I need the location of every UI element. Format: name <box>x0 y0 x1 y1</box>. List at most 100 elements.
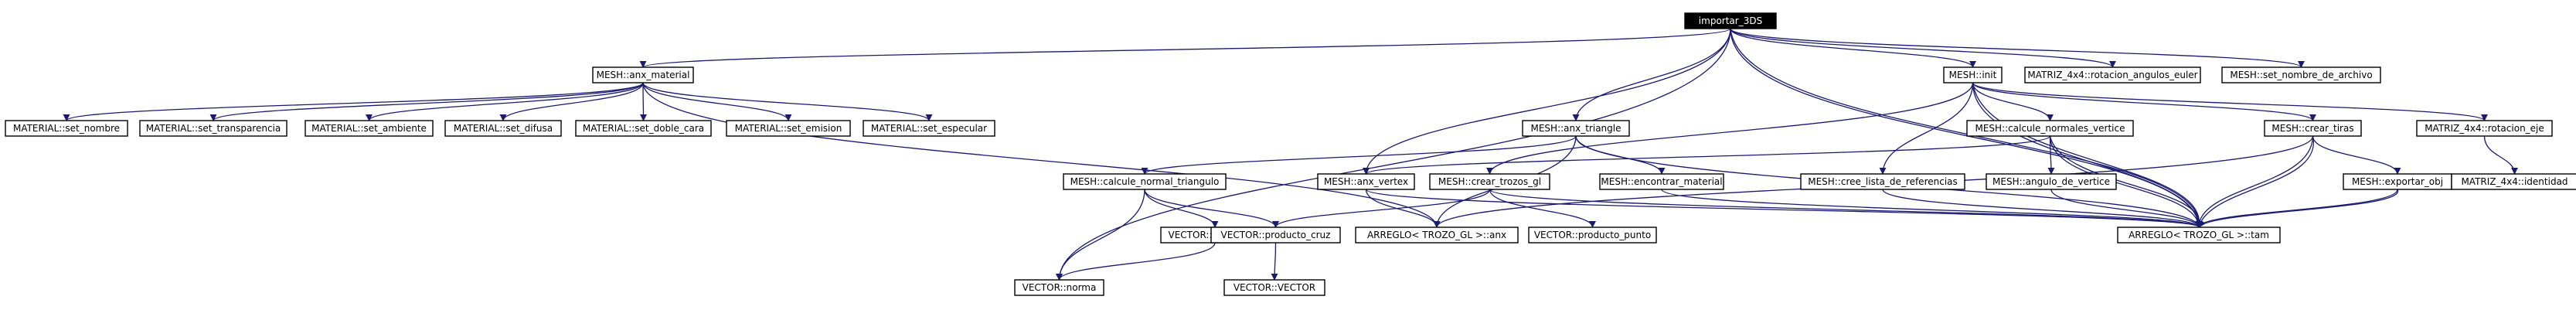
edge-anx_material-to-arr_anx <box>642 82 1441 228</box>
node-calc_normal_tri[interactable]: MESH::calcule_normal_triangulo <box>1063 173 1227 190</box>
edge-init-to-cree_lista <box>1879 82 1974 175</box>
node-label: MATRIZ_4x4::identidad <box>2461 176 2567 187</box>
node-anx_vertex[interactable]: MESH::anx_vertex <box>1317 173 1415 190</box>
node-label: VECTOR::VECTOR <box>1234 282 1315 293</box>
node-label: MESH::anx_vertex <box>1324 176 1408 187</box>
edge-anx_material-to-mat_set_nombre <box>63 82 644 121</box>
node-box <box>2117 227 2281 244</box>
node-init[interactable]: MESH::init <box>1943 66 2003 83</box>
edge-vec_cruz-to-vec_vector <box>1271 242 1278 281</box>
node-arr_anx[interactable]: ARREGLO< TROZO_GL >::anx <box>1355 227 1519 244</box>
node-mat_set_especular[interactable]: MATERIAL::set_especular <box>863 120 995 137</box>
node-box <box>1317 173 1415 190</box>
edge-root-to-rot_euler <box>1730 28 2116 68</box>
node-mat_set_emision[interactable]: MATERIAL::set_emision <box>726 120 851 137</box>
node-vec_norma[interactable]: VECTOR::norma <box>1014 279 1104 296</box>
edge-init-to-calc_normales <box>1972 82 2054 121</box>
node-cree_lista[interactable]: MESH::cree_lista_de_referencias <box>1800 173 1965 190</box>
node-calc_normales[interactable]: MESH::calcule_normales_vertice <box>1966 120 2134 137</box>
edge-anx_triangle-to-calc_normal_tri <box>1141 135 1577 175</box>
node-label: VECTOR::producto_punto <box>1534 230 1651 240</box>
node-label: MATERIAL::set_especular <box>871 123 987 134</box>
node-vec_cruz[interactable]: VECTOR::producto_cruz <box>1210 227 1341 244</box>
edge-root-to-set_nombre_archivo <box>1730 28 2305 68</box>
edge-cree_lista-to-arr_tam <box>1882 189 2203 228</box>
node-box <box>2221 66 2381 83</box>
edge-calc_normal_tri-to-vec_normalizar <box>1144 189 1219 228</box>
edge-crear_tiras-to-arr_tam <box>2197 135 2315 228</box>
node-root[interactable]: importar_3DS <box>1684 12 1777 29</box>
node-rot_eje[interactable]: MATRIZ_4x4::rotacion_eje <box>2416 120 2553 137</box>
node-vec_vector[interactable]: VECTOR::VECTOR <box>1223 279 1325 296</box>
node-label: MATRIZ_4x4::rotacion_angulos_euler <box>2027 70 2197 80</box>
node-box <box>592 66 694 83</box>
edge-root-to-arr_tam <box>1730 28 2203 228</box>
edge-calc_normal_tri-to-vec_cruz <box>1144 189 1279 228</box>
edge-calc_normales-to-arr_tam <box>2049 135 2203 228</box>
node-box <box>305 120 434 137</box>
node-label: MATERIAL::set_ambiente <box>311 123 427 134</box>
node-mat_set_transp[interactable]: MATERIAL::set_transparencia <box>139 120 288 137</box>
edge-anx_vertex-to-arr_anx <box>1365 189 1441 228</box>
node-label: ARREGLO< TROZO_GL >::tam <box>2129 230 2269 240</box>
node-set_nombre_archivo[interactable]: MESH::set_nombre_de_archivo <box>2221 66 2381 83</box>
node-box <box>1223 279 1325 296</box>
node-mat_set_ambiente[interactable]: MATERIAL::set_ambiente <box>305 120 434 137</box>
edge-vec_normalizar-to-vec_norma <box>1056 242 1216 281</box>
node-box <box>1800 173 1965 190</box>
node-label: MATERIAL::set_transparencia <box>146 123 281 134</box>
node-anx_triangle[interactable]: MESH::anx_triangle <box>1522 120 1630 137</box>
node-label: ARREGLO< TROZO_GL >::anx <box>1367 230 1506 240</box>
node-box <box>1522 120 1630 137</box>
node-label: MESH::calcule_normal_triangulo <box>1070 176 1220 187</box>
node-label: MESH::calcule_normales_vertice <box>1975 123 2125 134</box>
edge-root-to-anx_vertex <box>1362 28 1731 175</box>
node-label: MESH::anx_triangle <box>1531 123 1621 134</box>
edge-anx_material-to-mat_set_difusa <box>499 82 644 121</box>
edge-exportar_obj-to-arr_tam <box>2195 189 2398 228</box>
node-encontrar_mat[interactable]: MESH::encontrar_material <box>1599 173 1724 190</box>
edge-root-to-vec_norma <box>1055 28 1731 281</box>
node-exportar_obj[interactable]: MESH::exportar_obj <box>2343 173 2452 190</box>
node-box <box>1429 173 1550 190</box>
node-arr_tam[interactable]: ARREGLO< TROZO_GL >::tam <box>2117 227 2281 244</box>
node-label: MESH::crear_trozos_gl <box>1438 176 1541 187</box>
node-label: MESH::init <box>1949 70 1997 80</box>
edge-angulo_vert-to-arr_tam <box>2050 189 2203 228</box>
edge-init-to-arr_tam <box>1972 82 2203 228</box>
node-angulo_vert[interactable]: MESH::angulo_de_vertice <box>1986 173 2117 190</box>
node-label: MATERIAL::set_nombre <box>13 123 120 134</box>
node-box <box>1966 120 2134 137</box>
node-label: MESH::encontrar_material <box>1601 176 1722 187</box>
edge-init-to-crear_trozos <box>1486 82 1974 175</box>
edge-crear_tiras-to-arr_tam <box>2195 135 2314 228</box>
node-box <box>444 120 562 137</box>
node-rot_euler[interactable]: MATRIZ_4x4::rotacion_angulos_euler <box>2024 66 2201 83</box>
node-box <box>139 120 288 137</box>
edges-layer <box>63 28 2519 281</box>
node-box <box>726 120 851 137</box>
node-vec_punto[interactable]: VECTOR::producto_punto <box>1528 227 1657 244</box>
node-crear_trozos[interactable]: MESH::crear_trozos_gl <box>1429 173 1550 190</box>
node-label: VECTOR::norma <box>1023 282 1097 293</box>
node-crear_tiras[interactable]: MESH::crear_tiras <box>2264 120 2362 137</box>
node-box <box>2024 66 2201 83</box>
edge-anx_vertex-to-arr_tam <box>1365 189 2203 228</box>
node-box <box>2416 120 2553 137</box>
node-box <box>1014 279 1104 296</box>
node-mat_set_nombre[interactable]: MATERIAL::set_nombre <box>5 120 128 137</box>
node-mat_set_doble[interactable]: MATERIAL::set_doble_cara <box>575 120 712 137</box>
node-box <box>1528 227 1657 244</box>
node-label: MESH::angulo_de_vertice <box>1992 176 2110 187</box>
node-anx_material[interactable]: MESH::anx_material <box>592 66 694 83</box>
node-mat_set_difusa[interactable]: MATERIAL::set_difusa <box>444 120 562 137</box>
edge-crear_trozos-to-arr_tam <box>1489 189 2203 228</box>
edge-crear_tiras-to-exportar_obj <box>2312 135 2401 175</box>
edge-anx_material-to-mat_set_especular <box>642 82 933 121</box>
node-label: MATRIZ_4x4::rotacion_eje <box>2425 123 2544 134</box>
node-identidad[interactable]: MATRIZ_4x4::identidad <box>2451 173 2576 190</box>
node-box <box>2264 120 2362 137</box>
node-box <box>575 120 712 137</box>
edge-root-to-init <box>1730 28 1976 68</box>
edge-encontrar_mat-to-arr_tam <box>1661 189 2203 228</box>
